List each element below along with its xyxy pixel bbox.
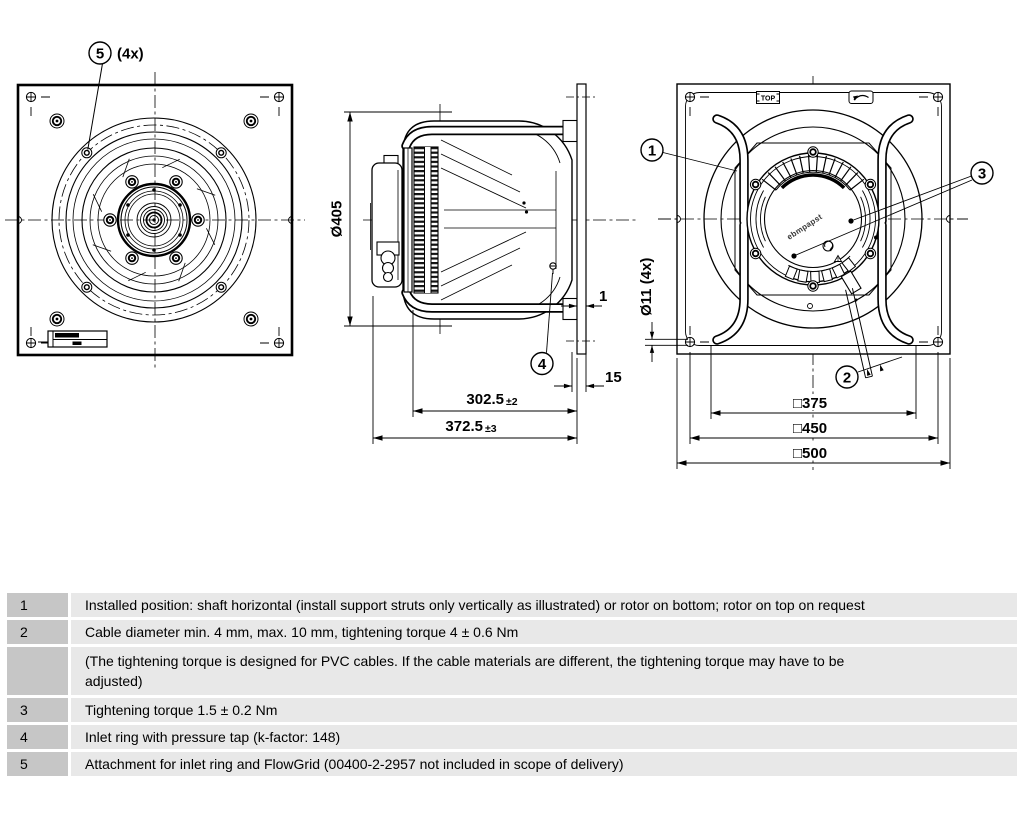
rear-view: ebmpapst (638, 76, 994, 470)
row-number: 5 (7, 752, 68, 776)
dim-450: □450 (689, 352, 939, 444)
housing-octagon (734, 142, 892, 296)
motor-cooling-fins (761, 154, 865, 191)
svg-text:372.5±3: 372.5±3 (445, 418, 496, 435)
mounting-plate-edge (576, 83, 587, 355)
dim-15-label: 15 (605, 369, 622, 386)
dim-500: □500 (676, 358, 951, 469)
table-row: 2 Cable diameter min. 4 mm, max. 10 mm, … (7, 620, 1017, 644)
terminal-blocks (784, 257, 857, 284)
row-number (7, 647, 68, 695)
dim-11-label: Ø11 (4x) (638, 258, 655, 316)
table-row: 4 Inlet ring with pressure tap (k-factor… (7, 725, 1017, 749)
cable-gland (840, 270, 862, 295)
notes-table: 1 Installed position: shaft horizontal (… (7, 593, 1017, 779)
callout-3-number: 3 (978, 166, 986, 183)
dim-372-tol: ±3 (485, 423, 497, 435)
callout-5-number: 5 (96, 46, 104, 63)
row-text: Cable diameter min. 4 mm, max. 10 mm, ti… (71, 620, 1017, 644)
dim-1-label: 1 (599, 288, 607, 305)
top-label: TOP (761, 95, 776, 102)
dim-375-label: □375 (793, 395, 827, 412)
row-number: 1 (7, 593, 68, 617)
callout-1-number: 1 (648, 143, 656, 160)
dim-450-label: □450 (793, 420, 827, 437)
row-text: Inlet ring with pressure tap (k-factor: … (71, 725, 1017, 749)
impeller-blade-edges (92, 158, 216, 282)
dim-302-tol: ±2 (506, 396, 518, 408)
table-row: 3 Tightening torque 1.5 ± 0.2 Nm (7, 698, 1017, 722)
front-view: 5 (4x) (5, 41, 305, 368)
table-row: 5 Attachment for inlet ring and FlowGrid… (7, 752, 1017, 776)
dim-1: 1 (561, 288, 607, 309)
table-row: 1 Installed position: shaft horizontal (… (7, 593, 1017, 617)
warning-symbol (833, 254, 843, 262)
dim-302-label: 302.5 (466, 391, 504, 408)
row-text: Attachment for inlet ring and FlowGrid (… (71, 752, 1017, 776)
row-text: Installed position: shaft horizontal (in… (71, 593, 1017, 617)
motor-side (370, 154, 403, 288)
row-text: (The tightening torque is designed for P… (71, 647, 1017, 695)
cable (845, 288, 873, 379)
technical-drawing: 5 (4x) (5, 41, 994, 470)
pressure-tap (549, 262, 557, 274)
dim-11: Ø11 (4x) (638, 258, 688, 362)
dim-372: 372.5±3 (372, 296, 577, 444)
callout-3: 3 (795, 161, 994, 256)
row-text: Tightening torque 1.5 ± 0.2 Nm (71, 698, 1017, 722)
callout-2-number: 2 (843, 370, 851, 387)
dim-302: 302.5±2 (412, 310, 578, 444)
motor-rear: ebmpapst (746, 145, 880, 295)
support-strut-top (401, 125, 577, 151)
callout-2: 2 (835, 356, 903, 389)
rotor-dots (126, 188, 182, 252)
callout-5: 5 (4x) (87, 41, 144, 150)
row-number: 2 (7, 620, 68, 644)
callout-4: 4 (530, 272, 554, 376)
name-plate (38, 330, 108, 348)
dim-15: 15 (554, 352, 622, 392)
table-row: (The tightening torque is designed for P… (7, 647, 1017, 695)
support-struts-rear (712, 114, 914, 345)
callout-1: 1 (640, 138, 738, 172)
callout-5-qty: (4x) (117, 46, 144, 63)
callout-4-number: 4 (538, 356, 547, 373)
row-number: 4 (7, 725, 68, 749)
support-strut-bottom (401, 287, 577, 313)
dim-405: Ø405 (329, 111, 452, 327)
svg-text:302.5±2: 302.5±2 (466, 391, 517, 408)
dim-375: □375 (710, 346, 917, 419)
row-number: 3 (7, 698, 68, 722)
rotation-arrow-icon (848, 90, 874, 104)
dim-500-label: □500 (793, 445, 827, 462)
impeller-cone-lines (440, 139, 557, 301)
top-marking: TOP (756, 91, 780, 104)
dim-372-label: 372.5 (445, 418, 483, 435)
side-view: Ø405 1 15 302.5±2 372.5±3 4 (329, 83, 636, 444)
dim-405-label: Ø405 (329, 201, 346, 238)
